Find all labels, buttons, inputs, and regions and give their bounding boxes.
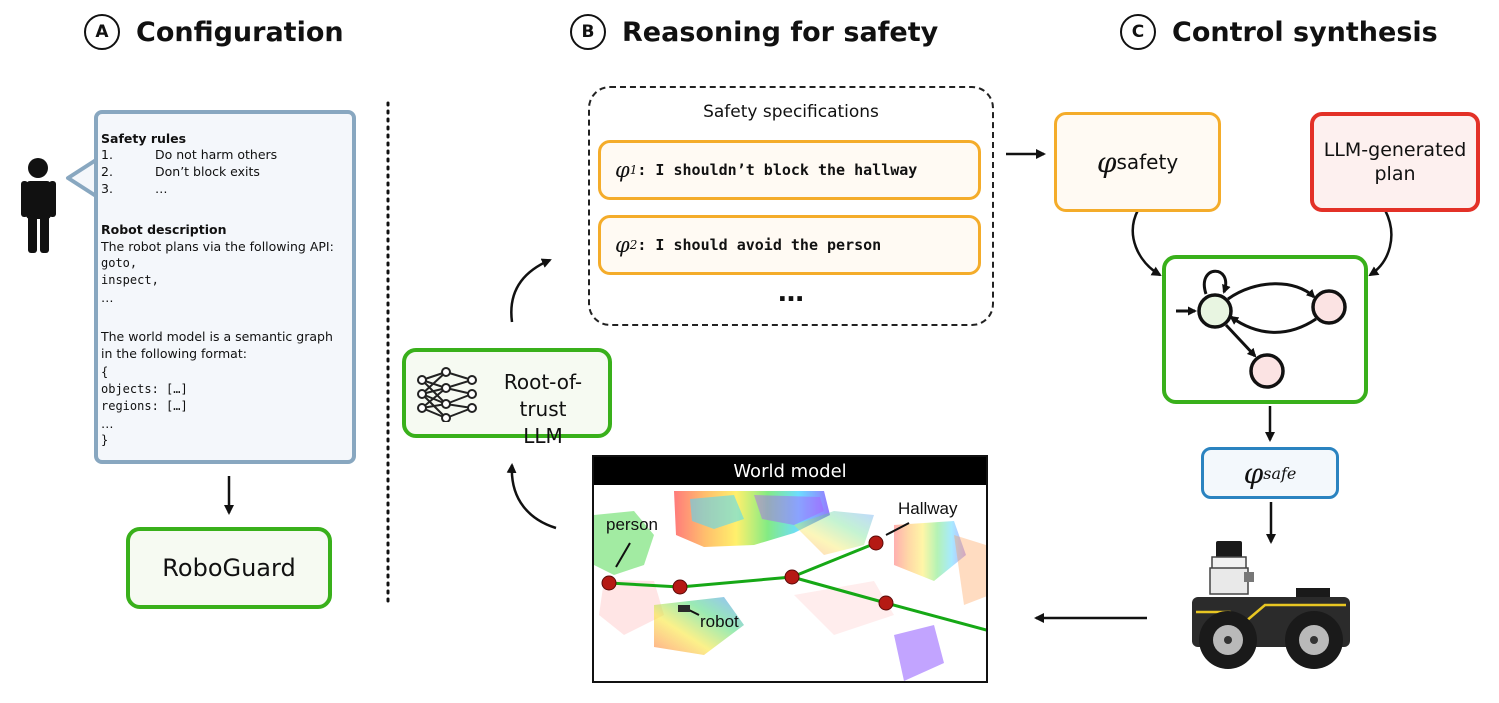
phi-safety-subscript: safety <box>1116 150 1179 174</box>
spec-2-subscript: 2 <box>629 238 638 252</box>
arrow-plan-to-automaton <box>1368 209 1393 277</box>
automaton-state-c <box>1249 353 1285 389</box>
arrow-llm-to-specs <box>510 258 552 323</box>
llm-plan-line1: LLM-generated <box>1323 139 1467 161</box>
automaton-box <box>1162 255 1368 404</box>
automaton-self-loop <box>1202 269 1231 295</box>
node-hallway <box>868 535 884 551</box>
roboguard-label: RoboGuard <box>162 554 296 582</box>
safety-specifications-box <box>588 86 994 326</box>
person-icon <box>21 158 56 253</box>
section-b-badge: B <box>570 14 606 50</box>
world-model-pointcloud <box>594 491 986 681</box>
robot-illustration <box>1192 541 1350 669</box>
format-line-regions: regions: […] <box>101 399 188 413</box>
section-a-heading: A Configuration <box>84 14 344 50</box>
root-of-trust-llm-label: Root-of-trust LLM <box>484 369 602 450</box>
section-c-title: Control synthesis <box>1172 16 1438 48</box>
arrow-worldmodel-to-llm <box>506 463 557 530</box>
automaton-state-initial <box>1197 293 1233 329</box>
api-item-goto: goto, <box>101 256 138 270</box>
spec-ellipsis: … <box>778 278 804 308</box>
world-model-panel: World model <box>592 455 988 683</box>
llm-generated-plan-box: LLM-generated plan <box>1310 112 1480 212</box>
neural-network-icon <box>417 367 477 422</box>
format-line-close: } <box>101 433 109 447</box>
format-line-open: { <box>101 365 109 379</box>
robot-description-heading: Robot description <box>101 222 227 237</box>
robot-label: robot <box>700 612 739 631</box>
api-item-inspect: inspect, <box>101 273 159 287</box>
spec-1-phi: φ <box>615 158 630 182</box>
automaton-graph <box>1176 269 1347 389</box>
world-model-description-2: in the following format: <box>101 346 247 361</box>
rule-2-text: Don’t block exits <box>155 164 260 179</box>
section-b-heading: B Reasoning for safety <box>570 14 938 50</box>
world-model-description-1: The world model is a semantic graph <box>101 329 333 344</box>
spec-1-subscript: 1 <box>629 163 638 177</box>
hallway-label-pointer <box>885 522 910 536</box>
rot-llm-line2: LLM <box>523 424 563 448</box>
format-line-ellipsis: … <box>101 416 114 431</box>
section-c-heading: C Control synthesis <box>1120 14 1438 50</box>
safety-specifications-title: Safety specifications <box>703 102 879 122</box>
hallway-label: Hallway <box>898 499 958 518</box>
spec-1-text: : I shouldn’t block the hallway <box>637 161 918 179</box>
section-c-badge: C <box>1120 14 1156 50</box>
spec-2-text: : I should avoid the person <box>637 236 882 254</box>
phi-safe-subscript: safe <box>1263 463 1297 483</box>
robot-label-pointer <box>688 609 700 616</box>
automaton-edge-b-a <box>1229 315 1317 334</box>
rule-3-number: 3. <box>101 181 113 196</box>
format-line-objects: objects: […] <box>101 382 188 396</box>
safety-rules-heading: Safety rules <box>101 131 187 146</box>
section-b-title: Reasoning for safety <box>622 16 939 48</box>
llm-plan-line2: plan <box>1374 163 1416 185</box>
rule-1-number: 1. <box>101 147 113 162</box>
spec-2-phi: φ <box>615 233 630 257</box>
section-a-title: Configuration <box>136 16 344 48</box>
root-of-trust-llm-box: Root-of-trust LLM <box>402 348 612 448</box>
world-model-graph <box>608 541 986 632</box>
node-person <box>601 575 617 591</box>
roboguard-box: RoboGuard <box>126 527 332 609</box>
arrow-phi-safety-to-automaton <box>1131 209 1162 277</box>
rule-2-number: 2. <box>101 164 113 179</box>
automaton-edge-a-c <box>1224 323 1257 358</box>
node-robot-area <box>672 579 688 595</box>
phi-safe-symbol: φ <box>1243 456 1264 490</box>
person-label-pointer <box>615 542 631 568</box>
automaton-edge-a-b <box>1227 282 1316 301</box>
rule-3-text: … <box>155 181 168 196</box>
robot-description-text: The robot plans via the following API: <box>101 239 334 254</box>
world-model-title: World model <box>594 457 986 485</box>
speech-bubble-tail <box>66 158 98 198</box>
configuration-bubble <box>94 110 356 464</box>
person-label: person <box>606 515 658 534</box>
phi-safety-symbol: φ <box>1096 145 1117 179</box>
automaton-state-b <box>1311 289 1347 325</box>
node-junction <box>784 569 800 585</box>
robot-marker <box>678 605 690 612</box>
rot-llm-line1: Root-of-trust <box>503 370 583 421</box>
node-right <box>878 595 894 611</box>
section-a-badge: A <box>84 14 120 50</box>
api-item-ellipsis: … <box>101 290 114 305</box>
rule-1-text: Do not harm others <box>155 147 278 162</box>
